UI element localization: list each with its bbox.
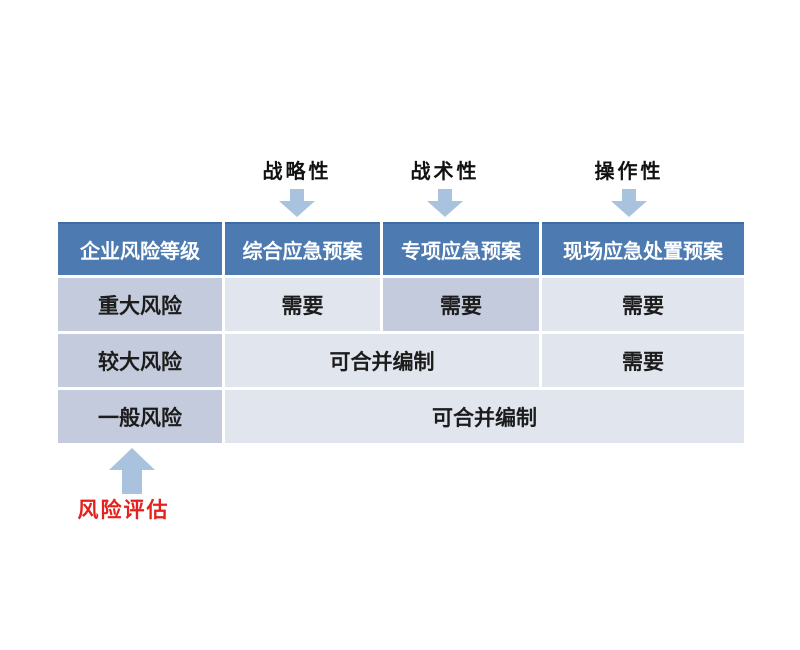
cell-major-onsite: 需要 <box>542 278 744 331</box>
operational-label: 操作性 <box>594 159 664 183</box>
cell-general-merged: 可合并编制 <box>225 390 744 443</box>
column-header-onsite-plan: 现场应急处置预案 <box>542 222 744 275</box>
down-arrow-icon <box>427 189 463 217</box>
row-header-larger-risk: 较大风险 <box>58 334 222 387</box>
strategic-label: 战略性 <box>262 159 332 183</box>
cell-major-special: 需要 <box>383 278 539 331</box>
column-header-risk-level: 企业风险等级 <box>58 222 222 275</box>
cell-larger-onsite: 需要 <box>542 334 744 387</box>
risk-table: 企业风险等级 综合应急预案 专项应急预案 现场应急处置预案 重大风险 需要 需要… <box>58 222 744 443</box>
cell-larger-merged: 可合并编制 <box>225 334 539 387</box>
down-arrow-icon <box>279 189 315 217</box>
risk-assessment-label: 风险评估 <box>77 497 170 522</box>
column-header-comprehensive-plan: 综合应急预案 <box>225 222 380 275</box>
strategic-group: 战略性 <box>227 158 367 221</box>
tactical-group: 战术性 <box>375 158 515 221</box>
row-header-major-risk: 重大风险 <box>58 278 222 331</box>
down-arrow-icon <box>611 189 647 217</box>
tactical-label: 战术性 <box>410 159 480 183</box>
row-header-general-risk: 一般风险 <box>58 390 222 443</box>
column-header-special-plan: 专项应急预案 <box>383 222 539 275</box>
operational-group: 操作性 <box>559 158 699 221</box>
up-arrow-icon <box>109 448 155 494</box>
cell-major-comprehensive: 需要 <box>225 278 380 331</box>
